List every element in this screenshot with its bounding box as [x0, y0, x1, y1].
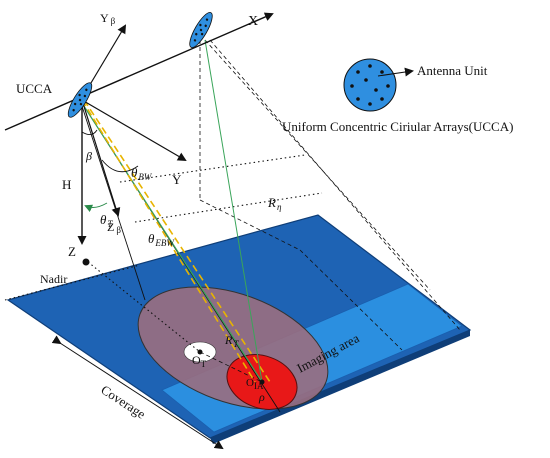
r-eta-dashed-line — [299, 249, 403, 351]
nadir-point — [82, 258, 90, 266]
beta-angle-arc — [81, 129, 98, 135]
ucca-antenna-array-second-position — [189, 12, 213, 48]
coverage-dimension-arrow — [51, 335, 224, 450]
legend-antenna-icon — [343, 58, 397, 112]
ucca-label: UCCA — [16, 81, 53, 96]
r-t-label: RT — [224, 333, 239, 349]
theta-ebw-label: θEBW — [148, 231, 175, 248]
ground-projection-dashed-line — [199, 199, 301, 251]
antenna-unit-pointer-arrow — [377, 67, 414, 77]
rho-label: ρ — [258, 390, 265, 404]
beam-ebw-yellow-b — [83, 99, 271, 383]
x-axis-label: X — [248, 14, 258, 29]
z-beta-axis — [81, 99, 121, 217]
z-axis-label: Z — [68, 244, 76, 259]
beam-edge-left — [79, 99, 146, 301]
beam-center-green — [79, 99, 263, 383]
theta-bw-label: θBW — [131, 165, 153, 182]
theta-bw-angle-arc — [101, 159, 139, 173]
dotted-guide-middle — [134, 192, 323, 223]
height-label: H — [62, 177, 71, 192]
dotted-guide-lower — [4, 264, 141, 301]
nadir-to-center-dotted-line — [87, 261, 201, 353]
beam-ebw-yellow-a — [81, 99, 256, 383]
far-beam-dashed-line-2 — [209, 39, 461, 331]
y-axis — [81, 99, 187, 162]
second-antenna-beam-green — [204, 39, 263, 383]
nadir-label: Nadir — [40, 272, 67, 286]
antenna-unit-label: Antenna Unit — [417, 63, 488, 78]
ucca-antenna-array — [67, 82, 93, 118]
r-eta-label: Rη — [267, 195, 282, 212]
beta-angle-label: β — [85, 149, 92, 163]
ucca-legend-title: Uniform Concentric Ciriular Arrays(UCCA) — [282, 119, 513, 134]
theta-t-label: θT — [100, 212, 113, 229]
dotted-guides — [4, 154, 323, 353]
beam-lines — [79, 39, 281, 413]
ground-plane-side — [210, 330, 470, 444]
o-t-label: OT — [192, 353, 207, 369]
y-axis-label: Y — [172, 172, 182, 187]
imaging-area-center-point — [259, 379, 265, 385]
x-axis — [4, 12, 274, 131]
o-ia-label: OIA — [246, 377, 264, 391]
theta-t-angle-arc — [84, 202, 108, 213]
